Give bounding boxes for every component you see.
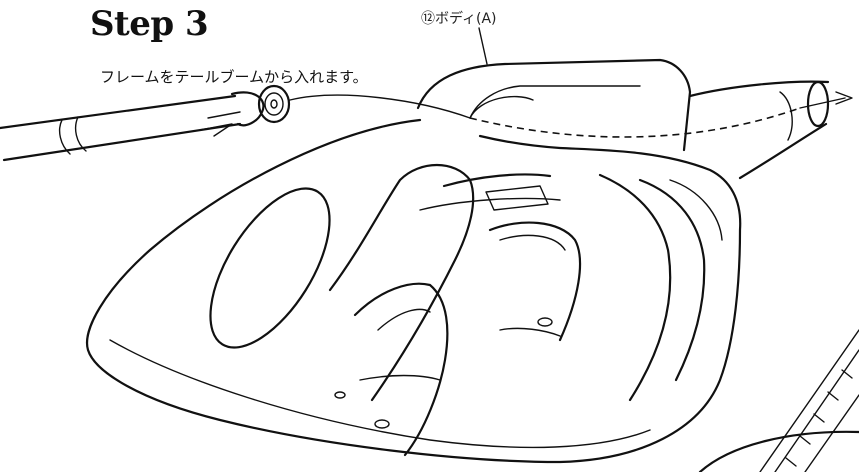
part-label-leader <box>478 27 488 65</box>
body-a <box>86 58 830 464</box>
part-label: ⑫ボディ(A) <box>421 11 497 27</box>
gear-part <box>257 84 291 124</box>
instruction-text: フレームをテールブームから入れます。 <box>100 68 368 86</box>
step-title: Step 3 <box>90 4 209 44</box>
rotor-frame-fragment <box>698 329 859 472</box>
insertion-guide <box>289 91 853 138</box>
frame-tail-boom <box>0 91 265 162</box>
